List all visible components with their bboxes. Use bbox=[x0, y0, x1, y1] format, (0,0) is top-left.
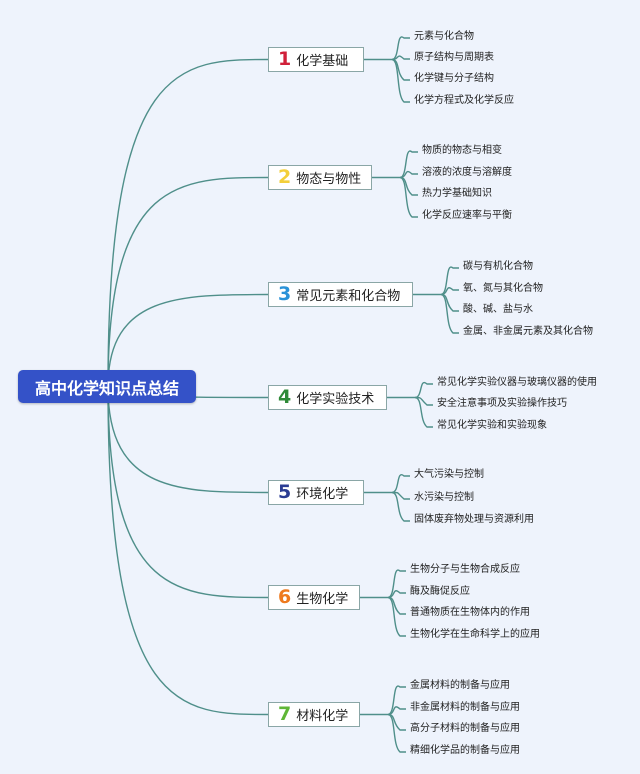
root-to-branch-6-line bbox=[107, 386, 269, 599]
branch-3-leaf-4-line bbox=[440, 293, 459, 334]
branch-node-4[interactable]: 4 化学实验技术 bbox=[268, 385, 387, 410]
leaf-item[interactable]: 非金属材料的制备与应用 bbox=[410, 702, 520, 713]
leaf-item[interactable]: 热力学基础知识 bbox=[422, 188, 492, 199]
branch-label: 环境化学 bbox=[296, 487, 349, 502]
branch-5-leaf-1-line bbox=[391, 473, 410, 494]
leaf-item[interactable]: 化学键与分子结构 bbox=[414, 73, 494, 84]
leaf-item[interactable]: 安全注意事项及实验操作技巧 bbox=[437, 398, 567, 409]
leaf-item[interactable]: 大气污染与控制 bbox=[414, 469, 484, 480]
branch-2-leaf-1-line bbox=[399, 150, 418, 179]
branch-1-leaf-4-line bbox=[391, 58, 410, 103]
leaf-item[interactable]: 金属、非金属元素及其化合物 bbox=[463, 326, 593, 337]
branch-number: 1 bbox=[278, 48, 292, 70]
branch-6-leaf-1-line bbox=[387, 569, 406, 599]
leaf-item[interactable]: 酸、碱、盐与水 bbox=[463, 304, 533, 315]
leaf-item[interactable]: 金属材料的制备与应用 bbox=[410, 680, 510, 691]
leaf-item[interactable]: 常见化学实验和实验现象 bbox=[437, 420, 547, 431]
root-node[interactable]: 高中化学知识点总结 bbox=[18, 370, 196, 403]
root-to-branch-2-line bbox=[107, 176, 269, 388]
branch-node-2[interactable]: 2 物态与物性 bbox=[268, 165, 372, 190]
leaf-item[interactable]: 化学方程式及化学反应 bbox=[414, 95, 514, 106]
leaf-item[interactable]: 水污染与控制 bbox=[414, 492, 474, 503]
branch-node-5[interactable]: 5 环境化学 bbox=[268, 480, 364, 505]
branch-5-leaf-3-line bbox=[391, 491, 410, 522]
branch-number: 4 bbox=[278, 386, 292, 408]
branch-6-leaf-4-line bbox=[387, 596, 406, 637]
leaf-item[interactable]: 常见化学实验仪器与玻璃仪器的使用 bbox=[437, 377, 597, 388]
branch-number: 2 bbox=[278, 166, 292, 188]
branch-1-leaf-1-line bbox=[391, 36, 410, 61]
branch-label: 材料化学 bbox=[296, 709, 349, 724]
branch-3-leaf-1-line bbox=[440, 266, 459, 296]
leaf-item[interactable]: 高分子材料的制备与应用 bbox=[410, 723, 520, 734]
branch-number: 6 bbox=[278, 586, 292, 608]
branch-node-1[interactable]: 1 化学基础 bbox=[268, 47, 364, 72]
leaf-item[interactable]: 物质的物态与相变 bbox=[422, 145, 502, 156]
branch-4-leaf-3-line bbox=[414, 396, 433, 428]
leaf-item[interactable]: 固体废弃物处理与资源利用 bbox=[414, 514, 534, 525]
root-to-branch-3-line bbox=[107, 293, 269, 388]
branch-label: 生物化学 bbox=[296, 592, 349, 607]
root-to-branch-7-line bbox=[107, 386, 269, 716]
branch-4-leaf-1-line bbox=[414, 381, 433, 399]
root-to-branch-5-line bbox=[107, 386, 269, 494]
leaf-item[interactable]: 普通物质在生物体内的作用 bbox=[410, 607, 530, 618]
root-title: 高中化学知识点总结 bbox=[34, 378, 179, 398]
root-to-branch-1-line bbox=[107, 58, 269, 388]
leaf-item[interactable]: 生物分子与生物合成反应 bbox=[410, 564, 520, 575]
branch-node-7[interactable]: 7 材料化学 bbox=[268, 702, 360, 727]
branch-label: 物态与物性 bbox=[296, 172, 362, 187]
leaf-item[interactable]: 精细化学品的制备与应用 bbox=[410, 745, 520, 756]
branch-2-leaf-4-line bbox=[399, 176, 418, 218]
branch-node-3[interactable]: 3 常见元素和化合物 bbox=[268, 282, 413, 307]
branch-label: 化学实验技术 bbox=[296, 392, 375, 407]
leaf-item[interactable]: 氧、氮与其化合物 bbox=[463, 283, 543, 294]
leaf-item[interactable]: 元素与化合物 bbox=[414, 31, 474, 42]
leaf-item[interactable]: 化学反应速率与平衡 bbox=[422, 210, 512, 221]
leaf-item[interactable]: 原子结构与周期表 bbox=[414, 52, 494, 63]
leaf-item[interactable]: 生物化学在生命科学上的应用 bbox=[410, 629, 540, 640]
branch-number: 7 bbox=[278, 703, 292, 725]
branch-node-6[interactable]: 6 生物化学 bbox=[268, 585, 360, 610]
leaf-item[interactable]: 溶液的浓度与溶解度 bbox=[422, 167, 512, 178]
leaf-item[interactable]: 碳与有机化合物 bbox=[463, 261, 533, 272]
branch-7-leaf-1-line bbox=[387, 685, 406, 716]
branch-number: 5 bbox=[278, 481, 292, 503]
branch-number: 3 bbox=[278, 283, 292, 305]
branch-label: 常见元素和化合物 bbox=[296, 289, 401, 304]
leaf-item[interactable]: 酶及酶促反应 bbox=[410, 586, 470, 597]
branch-label: 化学基础 bbox=[296, 54, 349, 69]
branch-7-leaf-4-line bbox=[387, 713, 406, 753]
